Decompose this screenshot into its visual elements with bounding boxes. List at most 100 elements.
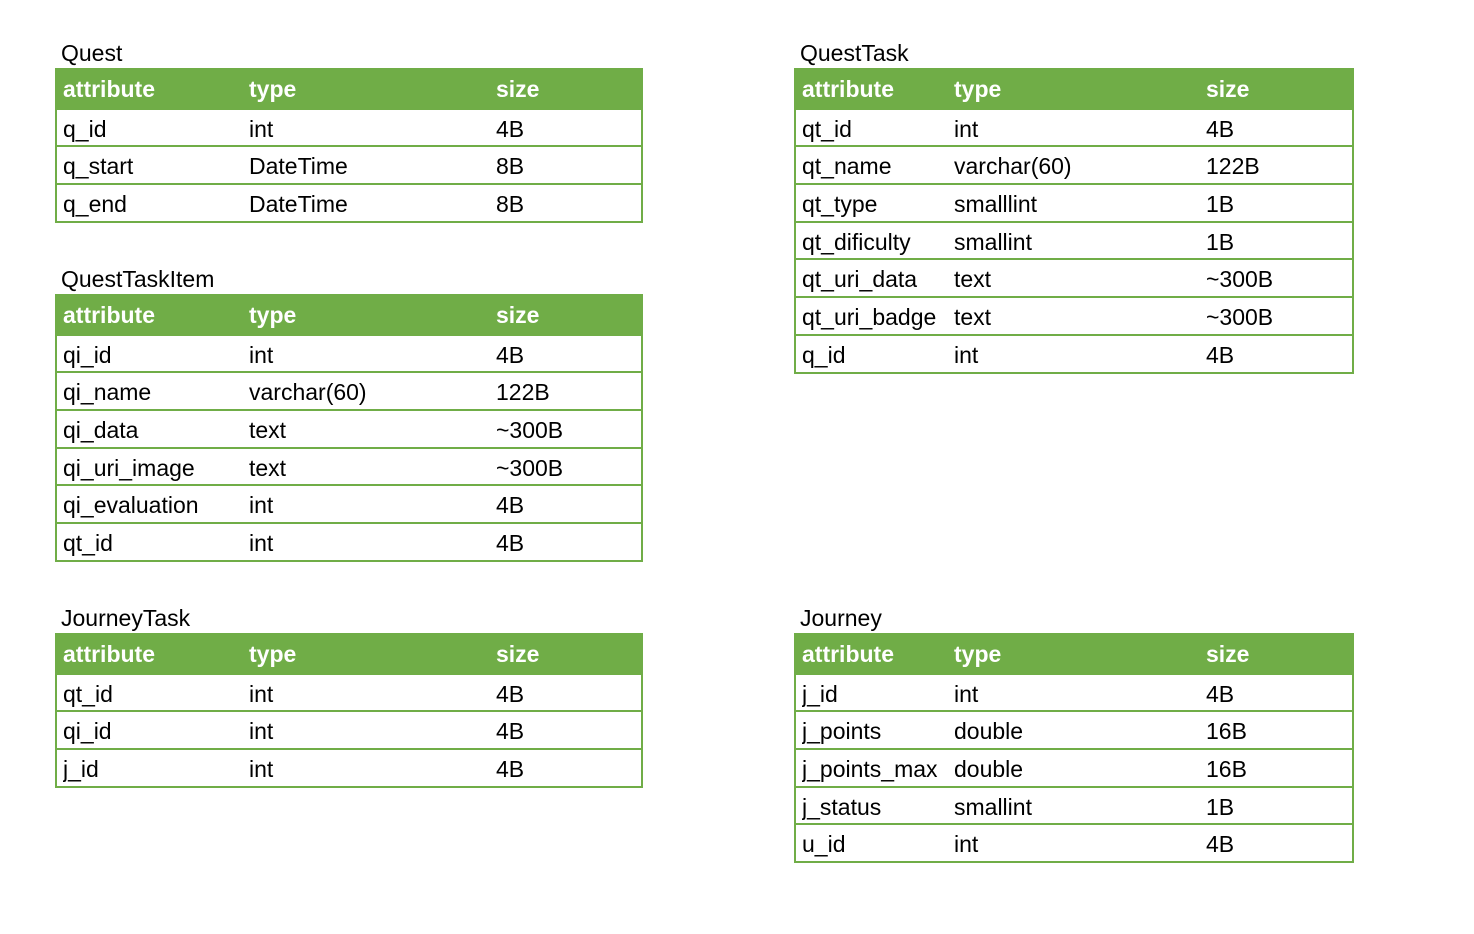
table-title: QuestTask	[800, 40, 909, 66]
table-row: qt_dificulty smallint 1B	[796, 220, 1352, 259]
quest-table: attribute type size q_id int 4B q_start …	[55, 68, 643, 223]
header-cell: type	[249, 76, 297, 102]
size-cell: 4B	[496, 756, 525, 783]
table-row: qi_id int 4B	[57, 333, 641, 372]
table-header-row: attribute type size	[57, 70, 641, 108]
attribute-cell: qi_uri_image	[63, 454, 195, 481]
table-row: qt_id int 4B	[57, 522, 641, 560]
size-cell: 16B	[1206, 756, 1247, 783]
type-cell: int	[954, 831, 979, 858]
table-title: Quest	[61, 40, 123, 66]
attribute-cell: q_id	[63, 115, 107, 142]
header-cell: type	[954, 76, 1002, 102]
table-row: qt_uri_data text ~300B	[796, 258, 1352, 296]
type-cell: smallint	[954, 228, 1032, 255]
attribute-cell: qt_name	[802, 153, 892, 180]
size-cell: 4B	[496, 530, 525, 557]
type-cell: int	[249, 680, 274, 707]
header-cell: type	[954, 641, 1002, 667]
type-cell: text	[954, 304, 992, 331]
attribute-cell: j_points_max	[802, 756, 938, 783]
type-cell: double	[954, 718, 1024, 745]
header-cell: size	[496, 302, 540, 328]
attribute-cell: qt_dificulty	[802, 228, 911, 255]
journey-table: attribute type size j_id int 4B j_points…	[794, 633, 1354, 864]
size-cell: 4B	[496, 341, 525, 368]
table-row: qi_name varchar(60) 122B	[57, 371, 641, 409]
attribute-cell: q_id	[802, 341, 846, 368]
type-cell: int	[249, 492, 274, 519]
table-header-row: attribute type size	[796, 635, 1352, 673]
attribute-cell: qi_data	[63, 417, 139, 444]
attribute-cell: qt_uri_data	[802, 266, 918, 293]
table-row: qi_uri_image text ~300B	[57, 446, 641, 485]
type-cell: varchar(60)	[954, 153, 1072, 180]
table-title: JourneyTask	[61, 605, 191, 631]
header-cell: attribute	[63, 302, 155, 328]
size-cell: 122B	[496, 379, 550, 406]
type-cell: int	[249, 115, 274, 142]
type-cell: varchar(60)	[249, 379, 367, 406]
table-row: qt_uri_badge text ~300B	[796, 296, 1352, 334]
header-cell: type	[249, 641, 297, 667]
size-cell: 4B	[1206, 115, 1235, 142]
type-cell: text	[249, 454, 287, 481]
attribute-cell: qi_id	[63, 341, 112, 368]
header-cell: attribute	[63, 641, 155, 667]
size-cell: 4B	[496, 115, 525, 142]
header-cell: type	[249, 302, 297, 328]
attribute-cell: q_end	[63, 191, 127, 218]
table-row: qt_type smalllint 1B	[796, 183, 1352, 221]
attribute-cell: u_id	[802, 831, 846, 858]
table-header-row: attribute type size	[796, 70, 1352, 108]
table-row: q_id int 4B	[796, 333, 1352, 372]
size-cell: ~300B	[1206, 304, 1274, 331]
table-row: qt_name varchar(60) 122B	[796, 145, 1352, 183]
type-cell: DateTime	[249, 191, 348, 218]
attribute-cell: j_id	[63, 756, 99, 783]
attribute-cell: j_points	[802, 718, 882, 745]
table-row: qi_id int 4B	[57, 710, 641, 748]
size-cell: ~300B	[496, 417, 564, 444]
size-cell: 4B	[496, 718, 525, 745]
table-title: QuestTaskItem	[61, 266, 215, 292]
attribute-cell: j_id	[802, 680, 838, 707]
table-row: q_id int 4B	[57, 107, 641, 146]
type-cell: int	[954, 341, 979, 368]
type-cell: smalllint	[954, 191, 1038, 218]
journey-task-table: attribute type size qt_id int 4B qi_id i…	[55, 633, 643, 788]
table-row: q_start DateTime 8B	[57, 145, 641, 183]
table-row: j_id int 4B	[796, 672, 1352, 711]
table-row: j_points double 16B	[796, 710, 1352, 748]
type-cell: text	[954, 266, 992, 293]
size-cell: ~300B	[496, 454, 564, 481]
attribute-cell: qi_name	[63, 379, 152, 406]
size-cell: 4B	[1206, 831, 1235, 858]
header-cell: attribute	[802, 641, 894, 667]
size-cell: 4B	[1206, 341, 1235, 368]
type-cell: DateTime	[249, 153, 348, 180]
attribute-cell: qi_evaluation	[63, 492, 199, 519]
table-title: Journey	[800, 605, 882, 631]
size-cell: ~300B	[1206, 266, 1274, 293]
attribute-cell: qt_type	[802, 191, 878, 218]
type-cell: int	[954, 680, 979, 707]
attribute-cell: j_status	[802, 793, 882, 820]
header-cell: size	[1206, 76, 1250, 102]
size-cell: 4B	[496, 680, 525, 707]
type-cell: int	[249, 530, 274, 557]
size-cell: 1B	[1206, 793, 1235, 820]
table-header-row: attribute type size	[57, 296, 641, 334]
table-row: u_id int 4B	[796, 823, 1352, 861]
attribute-cell: qt_id	[63, 530, 113, 557]
table-row: j_id int 4B	[57, 748, 641, 786]
type-cell: int	[249, 756, 274, 783]
header-cell: size	[496, 76, 540, 102]
size-cell: 122B	[1206, 153, 1260, 180]
table-row: qi_data text ~300B	[57, 409, 641, 447]
type-cell: int	[249, 341, 274, 368]
table-row: qt_id int 4B	[57, 672, 641, 711]
type-cell: int	[954, 115, 979, 142]
type-cell: smallint	[954, 793, 1032, 820]
header-cell: size	[1206, 641, 1250, 667]
